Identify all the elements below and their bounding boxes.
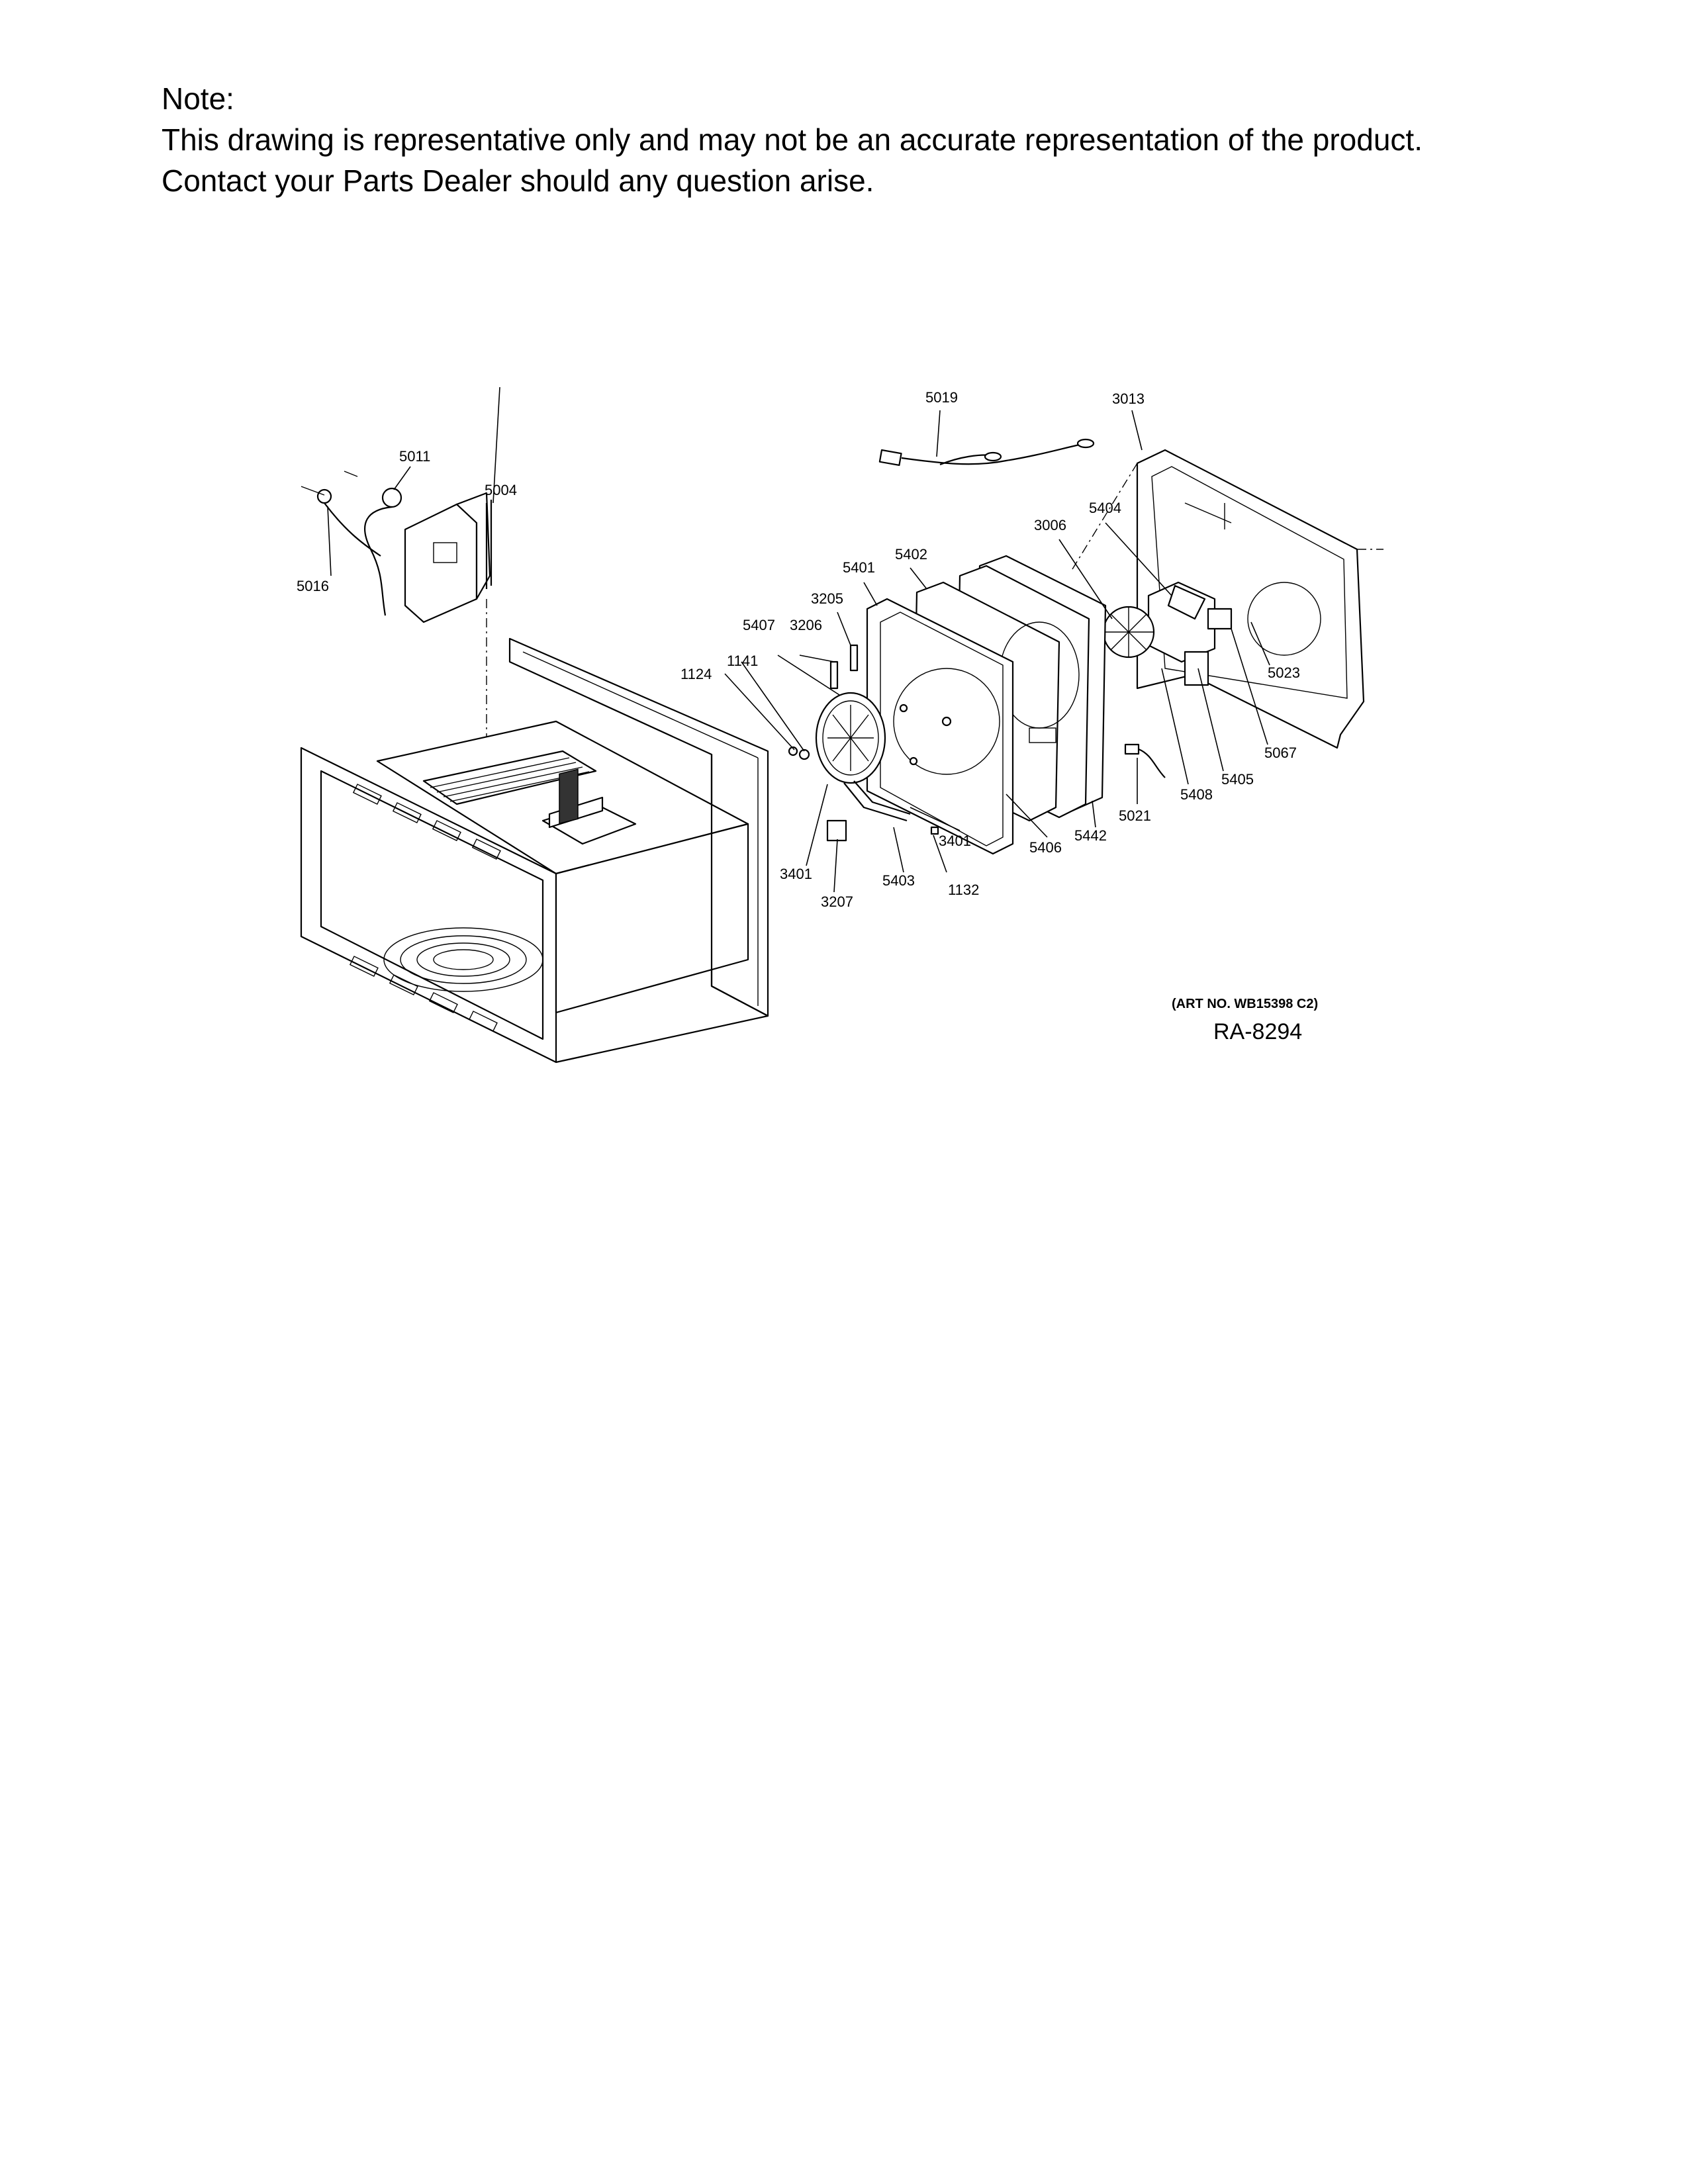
part-label-5004: 5004 [485, 482, 517, 498]
leader-lines [327, 387, 1270, 893]
part-label-5011: 5011 [399, 448, 430, 465]
art-number: (ART NO. WB15398 C2) [1172, 997, 1319, 1011]
part-number-labels: 5019 3013 5011 5004 5016 5404 3006 5402 … [297, 389, 1300, 910]
part-label-3206: 3206 [790, 617, 822, 633]
heater-element-drawing [788, 692, 911, 842]
part-label-5021: 5021 [1119, 807, 1151, 824]
part-label-5401: 5401 [843, 559, 875, 576]
part-label-5016: 5016 [297, 578, 329, 594]
note-heading: Note: [162, 81, 234, 116]
oven-cavity-housing-drawing [300, 637, 769, 1064]
part-label-3401-left: 3401 [780, 866, 812, 882]
part-label-5404: 5404 [1089, 500, 1121, 516]
part-label-5408: 5408 [1180, 786, 1213, 803]
part-label-5067: 5067 [1264, 745, 1297, 761]
part-label-5406: 5406 [1029, 839, 1062, 856]
part-label-3401-right: 3401 [939, 833, 971, 849]
part-label-5407: 5407 [743, 617, 775, 633]
rear-panel-drawing [1072, 449, 1383, 749]
wire-harness-drawing [878, 438, 1095, 467]
part-label-1141: 1141 [727, 653, 758, 669]
fan-motor-drawing [1102, 581, 1233, 686]
connector-5021-drawing [1124, 743, 1166, 778]
part-label-5019: 5019 [925, 389, 958, 406]
note-line-2: Contact your Parts Dealer should any que… [162, 163, 874, 198]
part-label-1124: 1124 [680, 666, 712, 682]
ra-number: RA-8294 [1213, 1019, 1303, 1044]
part-label-3013: 3013 [1112, 390, 1145, 407]
part-label-5403: 5403 [882, 872, 915, 889]
front-bezel-drawing [866, 598, 1014, 855]
bracket-assembly-drawing [301, 471, 492, 754]
part-label-5023: 5023 [1268, 664, 1300, 681]
part-label-1132: 1132 [948, 882, 979, 898]
part-label-3205: 3205 [811, 590, 843, 607]
part-label-3207: 3207 [821, 893, 853, 910]
part-label-5405: 5405 [1221, 771, 1254, 788]
disclaimer-note: Note: This drawing is representative onl… [162, 78, 1618, 201]
note-line-1: This drawing is representative only and … [162, 122, 1423, 157]
part-label-5402: 5402 [895, 546, 927, 563]
part-label-5442: 5442 [1074, 827, 1107, 844]
clips-drawing [829, 644, 939, 835]
part-label-3006: 3006 [1034, 517, 1066, 533]
